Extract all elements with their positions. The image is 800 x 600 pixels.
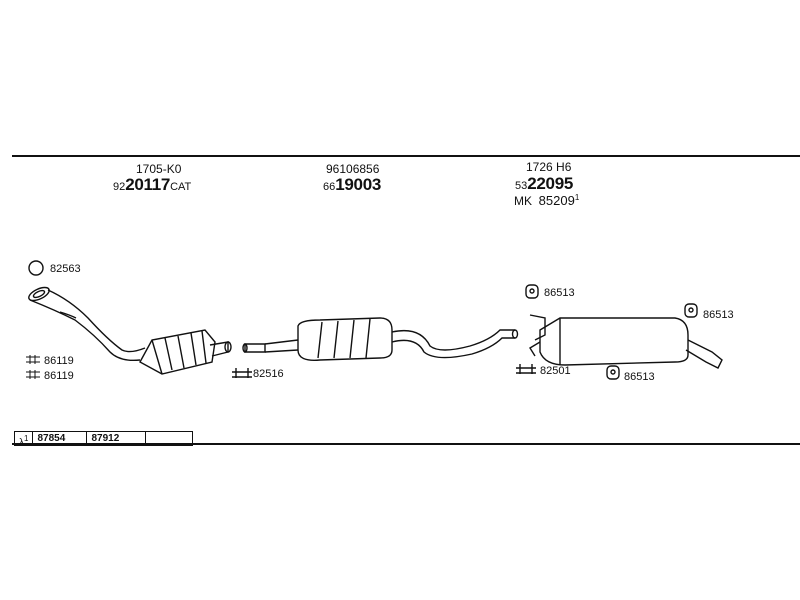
hanger-icon-rear-bottom <box>606 365 620 380</box>
callout-gasket[interactable]: 82563 <box>50 263 81 275</box>
callout-bolt-2[interactable]: 86119 <box>44 370 74 382</box>
parts-table: λ1 87854 87912 <box>14 431 194 448</box>
bolt-icon-2 <box>26 370 40 379</box>
lambda-symbol-cell: λ1 <box>15 432 34 448</box>
part-ref-2: 96106856 <box>326 162 380 176</box>
clamp-icon-rear <box>516 364 536 374</box>
callout-bolt-1[interactable]: 86119 <box>44 355 74 367</box>
table-cell-2[interactable]: 87912 <box>87 432 147 445</box>
bottom-rule <box>12 443 800 445</box>
part-number-2[interactable]: 6619003 <box>323 175 382 194</box>
callout-clamp-rear[interactable]: 82501 <box>540 365 571 377</box>
hanger-icon-rear-top <box>525 284 539 299</box>
callout-clamp-front[interactable]: 82516 <box>253 368 284 380</box>
part-number-3[interactable]: 5322095 <box>515 174 574 193</box>
clamp-icon-front <box>232 368 252 378</box>
part-ref-3: 1726 H6 <box>526 160 572 174</box>
front-pipe-icon <box>28 286 146 362</box>
callout-hanger-rear-right[interactable]: 86513 <box>703 309 734 321</box>
callout-hanger-rear-bottom[interactable]: 86513 <box>624 371 655 383</box>
bolt-icon-1 <box>26 355 40 364</box>
hanger-icon-rear-right <box>684 303 698 318</box>
catalytic-converter-icon <box>139 329 232 375</box>
part-ref-1: 1705-K0 <box>136 162 182 176</box>
part-number-mk[interactable]: MK 852091 <box>514 193 580 208</box>
top-rule <box>12 155 800 157</box>
center-muffler-icon <box>242 317 519 361</box>
rear-muffler-icon <box>529 314 723 369</box>
table-cell-3 <box>146 432 192 445</box>
callout-hanger-rear-top[interactable]: 86513 <box>544 287 575 299</box>
part-number-1[interactable]: 9220117CAT <box>113 175 192 194</box>
table-cell-1[interactable]: 87854 <box>33 432 88 445</box>
gasket-ring-icon <box>28 260 44 276</box>
